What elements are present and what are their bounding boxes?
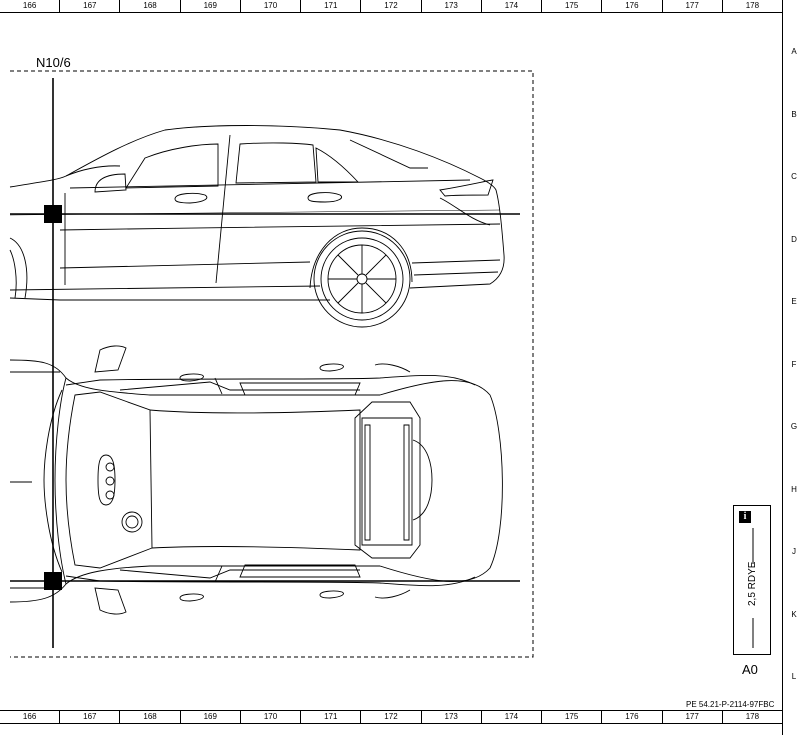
top-ruler-cell: 175 (542, 0, 603, 12)
bottom-ruler-cell: 178 (723, 711, 783, 723)
row-ruler-cell: B (791, 109, 797, 119)
bottom-ruler-cell: 170 (241, 711, 302, 723)
row-ruler-cell: L (791, 672, 797, 681)
top-ruler-cell: 168 (120, 0, 181, 12)
row-ruler-cell: G (790, 422, 798, 431)
location-marker-side (44, 205, 62, 223)
bottom-ruler-cell: 171 (301, 711, 362, 723)
reference-lines (10, 78, 520, 648)
car-top-view (9, 345, 503, 615)
bottom-ruler-cell: 175 (542, 711, 603, 723)
bottom-ruler-cell: 177 (663, 711, 723, 723)
bottom-ruler-cell: 173 (422, 711, 482, 723)
bottom-ruler-cell: 168 (120, 711, 181, 723)
top-ruler-cell: 170 (241, 0, 302, 12)
bottom-ruler-cell: 167 (60, 711, 121, 723)
wire-color-label: 2,5 RDYE (747, 561, 758, 606)
row-ruler-cell: J (792, 547, 796, 556)
row-ruler-cell: H (791, 484, 797, 494)
top-ruler-cell: 177 (663, 0, 723, 12)
car-side-view (9, 125, 505, 328)
row-ruler-cell: D (791, 234, 797, 244)
row-ruler-cell: E (791, 297, 797, 306)
connector-label: A0 (742, 662, 758, 677)
row-ruler-cell: F (791, 359, 797, 369)
info-icon[interactable]: i (739, 511, 751, 523)
row-ruler-cell: A (791, 47, 797, 56)
wire-line (752, 528, 754, 648)
top-ruler-cell: 174 (482, 0, 543, 12)
bottom-ruler-cell: 166 (0, 711, 61, 723)
row-ruler-cell: K (791, 609, 797, 619)
bottom-ruler-cell: 172 (361, 711, 422, 723)
top-ruler-cell: 172 (361, 0, 422, 12)
top-ruler-cell: 171 (301, 0, 362, 12)
bottom-ruler-cell: 174 (482, 711, 543, 723)
location-marker-top (44, 572, 62, 590)
info-box: i 2,5 RDYE (733, 505, 771, 655)
component-label: N10/6 (36, 55, 71, 70)
component-frame-dashed (10, 70, 534, 658)
vehicle-location-diagram (9, 70, 534, 658)
row-ruler-cell: C (791, 172, 797, 181)
top-ruler-cell: 169 (181, 0, 241, 12)
bottom-ruler-cell: 169 (181, 711, 241, 723)
bottom-ruler-cell: 176 (602, 711, 663, 723)
top-ruler-cell: 173 (422, 0, 482, 12)
top-ruler-cell: 167 (60, 0, 121, 12)
document-code: PE 54.21-P-2114-97FBC (686, 700, 775, 709)
top-ruler-cell: 176 (602, 0, 663, 12)
top-ruler-cell: 166 (0, 0, 61, 12)
row-ruler-right: A B C D E F G H J K L (782, 0, 804, 735)
